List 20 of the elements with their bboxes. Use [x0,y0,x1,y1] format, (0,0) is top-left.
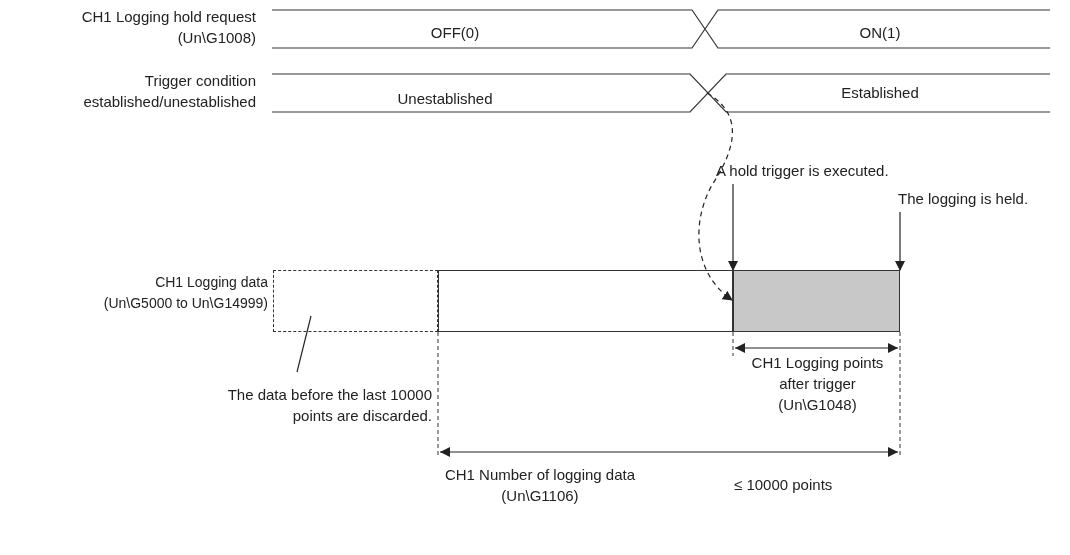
arrow [895,211,905,271]
annotation-text: A hold trigger is executed. [716,160,906,182]
state-label: OFF(0) [429,23,481,43]
dimension-label: CH1 Number of logging data (Un\G1106) [443,465,637,506]
arrow [728,183,738,271]
annotation-text: The data before the last 10000 points are discarded. [200,384,432,428]
dimension-label: CH1 Logging points after trigger (Un\G1048) [750,353,885,415]
data-name: CH1 Logging data (Un\G5000 to Un\G14999) [102,273,268,313]
dimension-label: ≤ 10000 points [734,475,834,495]
dashed-arrow [698,92,733,301]
state-label: Unestablished [396,89,494,109]
discarded-data-box [273,270,438,332]
signal-name: CH1 Logging hold request (Un\G1008) [80,7,256,48]
state-label: Established [840,83,920,103]
leader-line [296,315,312,373]
state-label: ON(1) [858,23,902,43]
signal-name: Trigger condition established/unestablished [82,71,256,112]
annotation-text: The logging is held. [898,188,1068,210]
held-data-bar [733,270,900,332]
logging-data-bar [438,270,733,332]
